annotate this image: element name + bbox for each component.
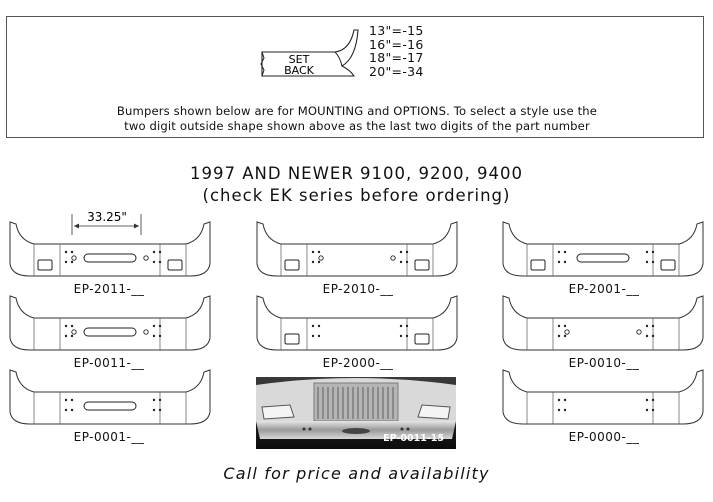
truck-photo: EP-0011-15 <box>256 377 456 449</box>
call-for-price: Call for price and availability <box>223 464 490 483</box>
setback-label-line2: BACK <box>284 64 315 77</box>
instruction-note: Bumpers shown below are for MOUNTING and… <box>8 104 706 134</box>
caption-ep-2011: EP-2011-__ <box>73 282 145 296</box>
caption-ep-0010: EP-0010-__ <box>568 356 640 370</box>
bumper-ep-2001 <box>502 221 704 277</box>
bumper-ep-2011 <box>9 221 211 277</box>
setback-info-box <box>6 16 704 138</box>
bumper-ep-0011 <box>9 295 211 351</box>
setback-size-16: 16"=-16 <box>369 36 424 52</box>
dimension-label: 33.25" <box>87 210 127 224</box>
caption-ep-2000: EP-2000-__ <box>322 356 394 370</box>
caption-ep-0001: EP-0001-__ <box>73 430 145 444</box>
model-heading: 1997 AND NEWER 9100, 9200, 9400 <box>190 164 523 183</box>
setback-label-line1: SET <box>289 53 310 66</box>
caption-ep-0011: EP-0011-__ <box>73 356 145 370</box>
photo-label: EP-0011-15 <box>383 433 444 444</box>
bumper-ep-2010 <box>256 221 458 277</box>
bumper-ep-0000 <box>502 369 704 425</box>
setback-size-13: 13"=-15 <box>369 23 424 38</box>
bumper-ep-2000 <box>256 295 458 351</box>
setback-size-list: 13"=-15 16"=-16 18"=-17 20"=-34 <box>369 24 424 78</box>
caption-ep-2010: EP-2010-__ <box>322 282 394 296</box>
note-line-1: Bumpers shown below are for MOUNTING and… <box>116 104 598 118</box>
setback-size-20: 20"=-34 <box>369 63 424 79</box>
bumper-diagrams: 33.25" <box>9 210 704 425</box>
setback-diagram: SET BACK <box>260 29 359 77</box>
model-subheading: (check EK series before ordering) <box>202 186 511 205</box>
caption-ep-0000: EP-0000-__ <box>568 430 640 444</box>
dimension-marker: 33.25" <box>71 210 142 235</box>
setback-size-18: 18"=-17 <box>369 50 424 65</box>
caption-ep-2001: EP-2001-__ <box>568 282 640 296</box>
bumper-ep-0001 <box>9 369 211 425</box>
note-line-2: two digit outside shape shown above as t… <box>124 119 590 133</box>
bumper-ep-0010 <box>502 295 704 351</box>
